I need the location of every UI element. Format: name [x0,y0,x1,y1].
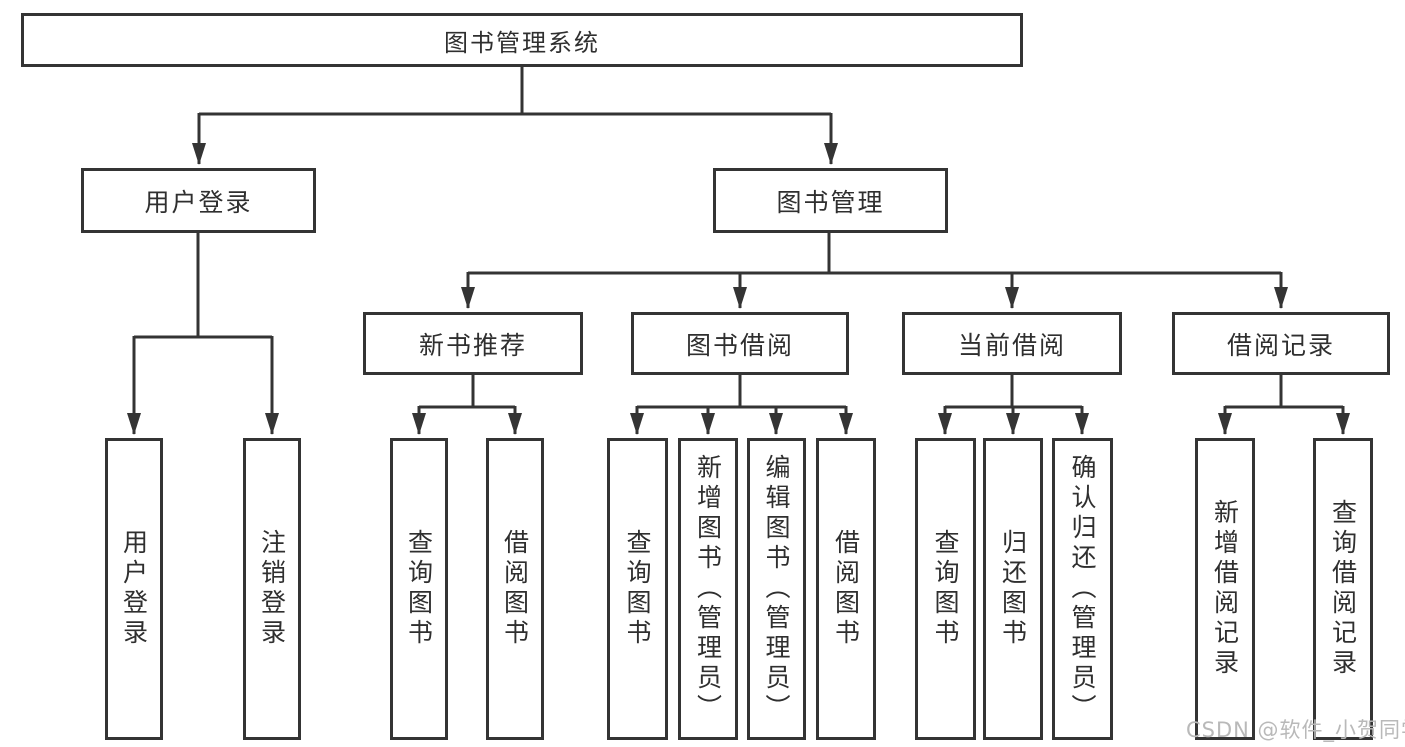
node-label: 借阅记录 [1226,330,1335,360]
leaf-return-book: 归还图书 [983,438,1043,740]
leaf-label: 查询借阅记录 [1328,499,1358,679]
leaf-label: 新增借阅记录 [1210,499,1240,679]
node-label: 当前借阅 [957,330,1066,360]
leaf-confirm-return-admin: 确认归还（管理员） [1052,438,1113,740]
leaf-label: 编辑图书（管理员） [762,454,791,724]
node-book-borrowing: 图书借阅 [631,312,849,375]
leaf-label: 借阅图书 [831,529,861,649]
leaf-edit-book-admin: 编辑图书（管理员） [747,438,806,740]
leaf-borrow-book: 借阅图书 [816,438,876,740]
node-user-login: 用户登录 [81,168,316,233]
leaf-query-borrow-record: 查询借阅记录 [1313,438,1373,740]
node-label: 用户登录 [144,187,253,217]
leaf-label: 借阅图书 [500,529,530,649]
leaf-borrow-book-recommend: 借阅图书 [486,438,544,740]
node-current-borrowing: 当前借阅 [902,312,1122,375]
leaf-logout: 注销登录 [243,438,301,740]
csdn-watermark: CSDN @软件_小贺同学 [1186,718,1405,742]
leaf-query-book-recommend: 查询图书 [390,438,448,740]
node-label: 新书推荐 [418,330,527,360]
node-label: 图书管理 [776,187,885,217]
leaf-add-book-admin: 新增图书（管理员） [678,438,738,740]
leaf-label: 确认归还（管理员） [1068,454,1097,724]
leaf-query-book-current: 查询图书 [915,438,976,740]
node-label: 图书借阅 [685,330,794,360]
leaf-label: 归还图书 [998,529,1028,649]
leaf-label: 查询图书 [931,529,960,649]
leaf-add-borrow-record: 新增借阅记录 [1195,438,1255,740]
leaf-label: 查询图书 [623,529,652,649]
leaf-label: 新增图书（管理员） [693,454,723,724]
leaf-query-book-borrowing: 查询图书 [607,438,668,740]
node-label: 图书管理系统 [444,28,600,57]
leaf-user-login: 用户登录 [105,438,163,740]
node-book-management: 图书管理 [713,168,948,233]
node-root-system: 图书管理系统 [21,13,1023,67]
leaf-label: 查询图书 [404,529,434,649]
node-borrowing-records: 借阅记录 [1172,312,1390,375]
leaf-label: 注销登录 [257,529,287,649]
node-new-book-recommend: 新书推荐 [363,312,583,375]
leaf-label: 用户登录 [119,529,149,649]
